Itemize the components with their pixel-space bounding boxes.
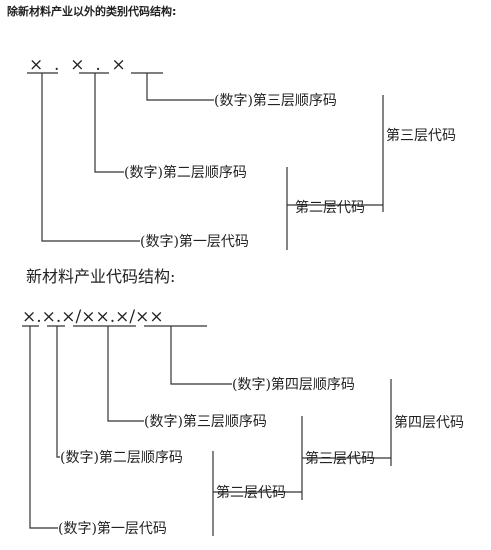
nm-leader-third-seq bbox=[107, 326, 144, 422]
label-second-seq: (数字)第二层顺序码 bbox=[124, 164, 247, 181]
label-first-code-general: (数字)第一层代码 bbox=[140, 233, 249, 250]
leader-third-seq bbox=[146, 73, 214, 101]
nm-label-fourth-code: 第四层代码 bbox=[394, 414, 464, 431]
nm-leader-first-code bbox=[29, 326, 58, 529]
nm-label-second-seq: (数字)第二层顺序码 bbox=[60, 449, 183, 466]
diagram-general: × . × . × (数字)第三层顺序码 第三层代码 (数字)第二层顺序码 第二… bbox=[27, 55, 456, 250]
general-structure-heading: 除新材料产业以外的类别代码结构: bbox=[7, 5, 177, 18]
nm-label-first-code: (数字)第一层代码 bbox=[58, 520, 167, 537]
nm-label-second-code: 第二层代码 bbox=[216, 484, 286, 501]
new-materials-structure-heading: 新材料产业代码结构: bbox=[26, 267, 176, 286]
label-third-code: 第三层代码 bbox=[386, 127, 456, 144]
nm-leader-fourth-seq bbox=[170, 326, 232, 385]
leader-second-seq bbox=[94, 73, 124, 173]
nm-label-third-seq: (数字)第三层顺序码 bbox=[144, 413, 267, 430]
code-pattern-new-materials: ×.×.×/××.×/×× bbox=[22, 307, 164, 327]
nm-label-fourth-seq: (数字)第四层顺序码 bbox=[232, 376, 355, 393]
code-pattern-general: × . × . × bbox=[29, 55, 126, 75]
label-third-seq: (数字)第三层顺序码 bbox=[214, 92, 337, 109]
leader-first-code bbox=[41, 73, 140, 242]
nm-label-third-code: 第三层代码 bbox=[305, 450, 375, 467]
diagram-new-materials: ×.×.×/××.×/×× (数字)第四层顺序码 第四层代码 (数字)第三层顺序… bbox=[22, 307, 464, 537]
label-second-code: 第二层代码 bbox=[295, 199, 365, 216]
nm-leader-second-seq bbox=[56, 326, 60, 458]
